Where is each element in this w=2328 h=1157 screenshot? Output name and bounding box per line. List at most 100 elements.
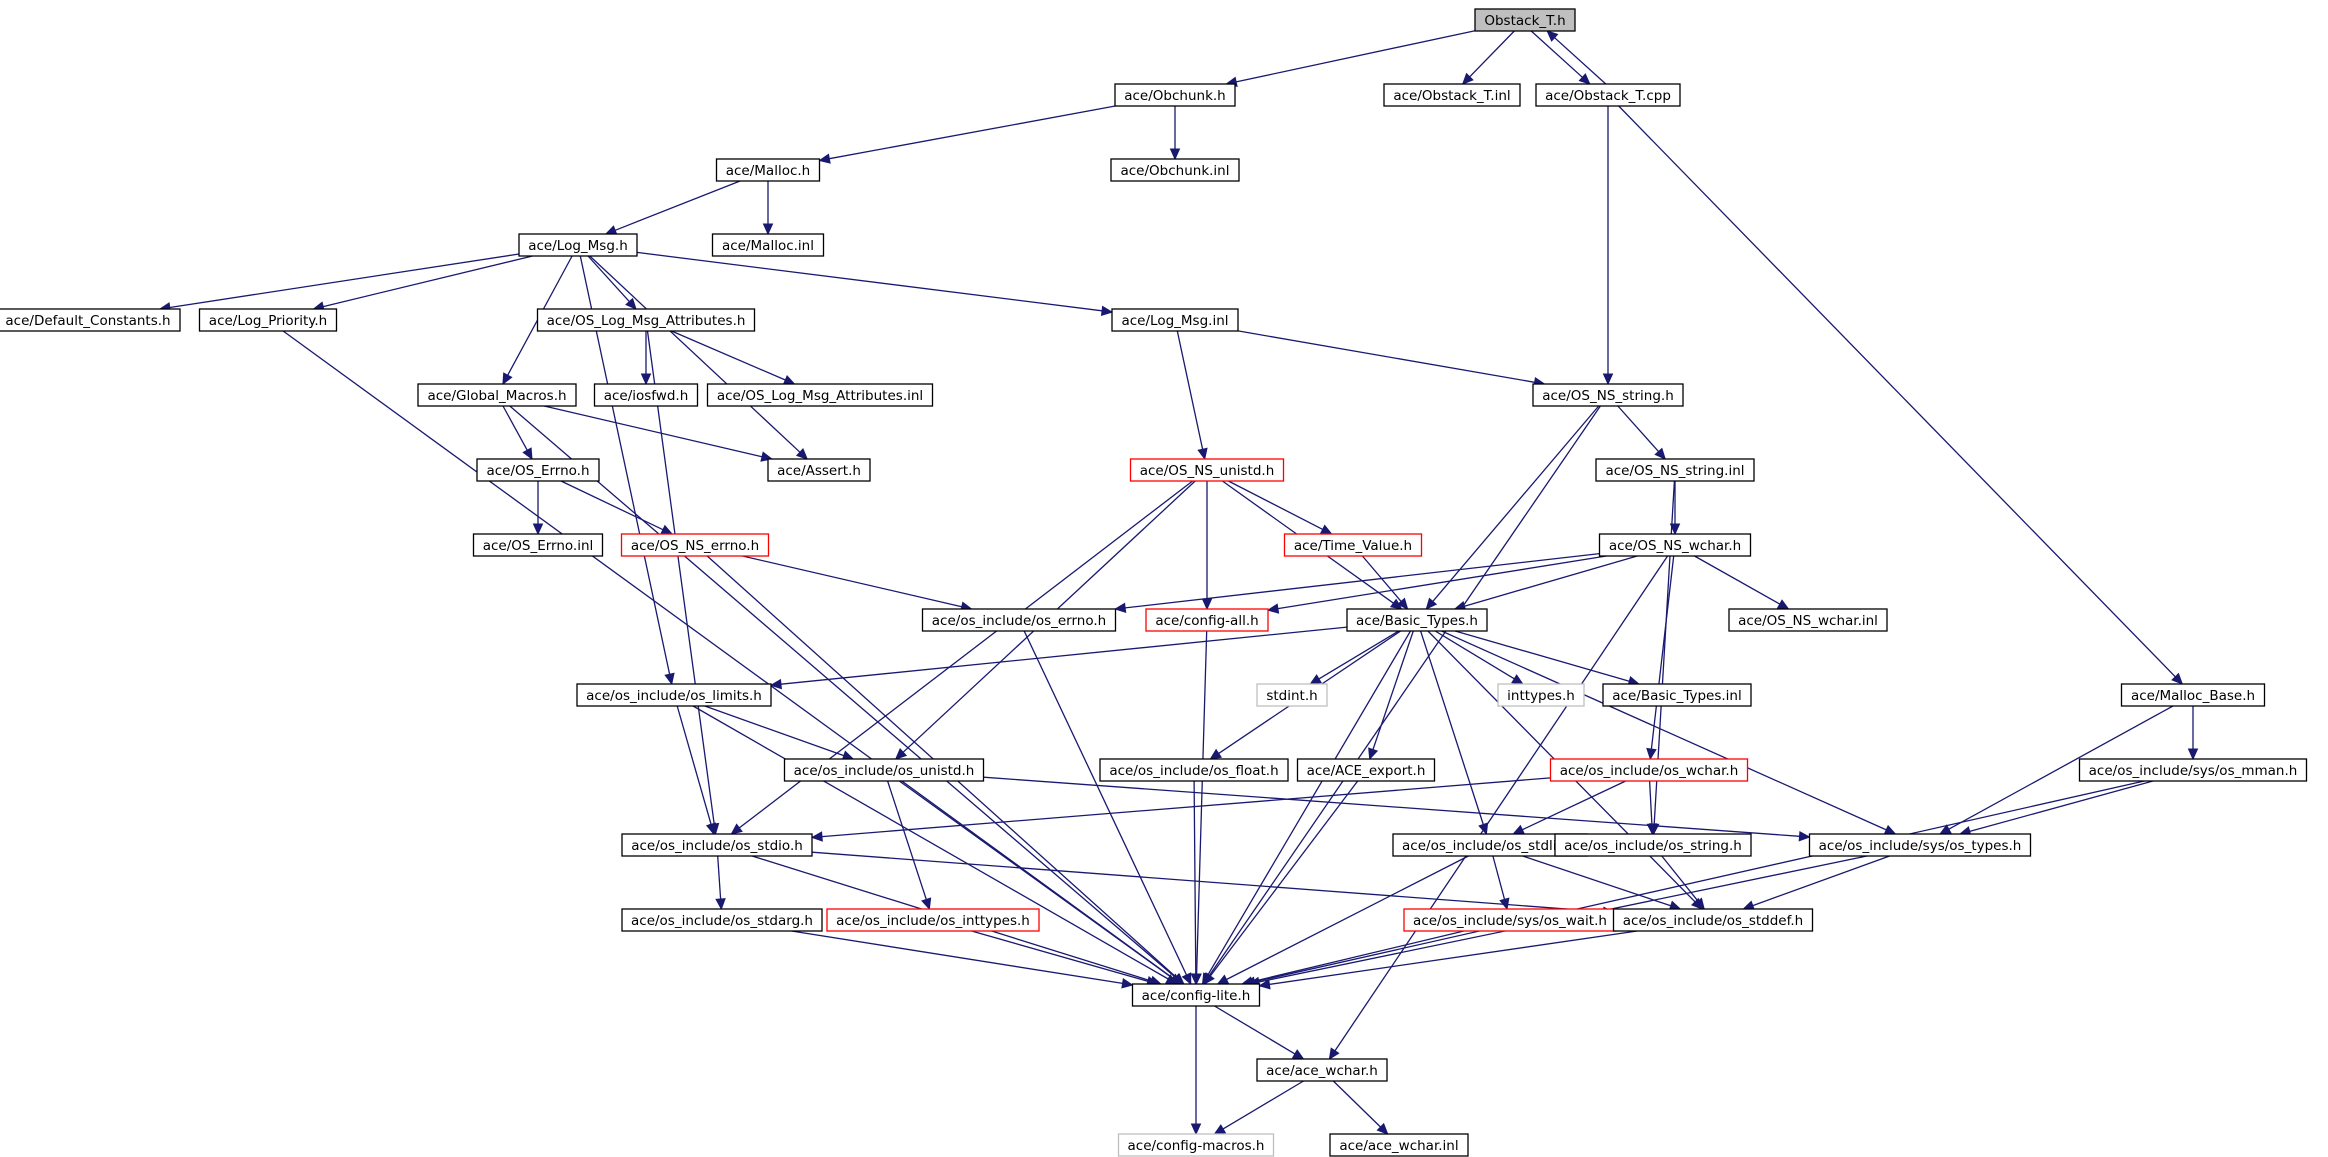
arrowhead bbox=[1883, 824, 1897, 835]
node-label: ace/os_include/os_inttypes.h bbox=[836, 913, 1030, 929]
edge-malloc-base-h-to-os-include-sys-os-mman-h bbox=[2187, 706, 2199, 761]
edge-os-include-os-stdio-h-to-os-include-os-stddef-h bbox=[811, 851, 1615, 917]
node-log-msg-inl[interactable]: ace/Log_Msg.inl bbox=[1111, 308, 1239, 332]
node-stdint-h[interactable]: stdint.h bbox=[1256, 683, 1328, 707]
node-os-include-sys-os-wait-h[interactable]: ace/os_include/sys/os_wait.h bbox=[1403, 908, 1617, 932]
arrowhead bbox=[1511, 674, 1524, 685]
arrowhead bbox=[1499, 897, 1510, 911]
edge-line bbox=[1195, 630, 1208, 975]
arrowhead bbox=[1181, 972, 1192, 986]
node-log-priority-h[interactable]: ace/Log_Priority.h bbox=[198, 308, 338, 332]
node-os-ns-wchar-h[interactable]: ace/OS_NS_wchar.h bbox=[1598, 533, 1752, 557]
node-label: ace/os_include/os_stdio.h bbox=[631, 838, 803, 854]
node-config-macros-h[interactable]: ace/config-macros.h bbox=[1117, 1133, 1275, 1157]
arrowhead bbox=[604, 225, 618, 236]
arrowhead bbox=[730, 823, 743, 835]
node-os-include-os-limits-h[interactable]: ace/os_include/os_limits.h bbox=[576, 683, 772, 707]
arrowhead bbox=[1169, 148, 1181, 161]
node-box bbox=[1099, 758, 1289, 782]
edge-os-include-os-stdlib-h-to-os-include-sys-os-wait-h bbox=[1492, 855, 1510, 911]
node-os-include-os-wchar-h[interactable]: ace/os_include/os_wchar.h bbox=[1549, 758, 1749, 782]
node-os-ns-errno-h[interactable]: ace/OS_NS_errno.h bbox=[620, 533, 770, 557]
arrowhead bbox=[1113, 602, 1127, 614]
node-basic-types-inl[interactable]: ace/Basic_Types.inl bbox=[1602, 683, 1752, 707]
edge-malloc-h-to-malloc-inl bbox=[762, 181, 774, 236]
node-label: ace/Log_Msg.h bbox=[528, 238, 628, 254]
node-os-ns-unistd-h[interactable]: ace/OS_NS_unistd.h bbox=[1129, 458, 1285, 482]
edge-obstack-t-cpp-to-obstack-t-h bbox=[1546, 30, 1607, 85]
node-box bbox=[706, 383, 934, 407]
edge-line bbox=[1454, 630, 1630, 682]
node-iosfwd-h[interactable]: ace/iosfwd.h bbox=[593, 383, 699, 407]
arrowhead bbox=[810, 831, 823, 842]
node-obstack-t-inl[interactable]: ace/Obstack_T.inl bbox=[1383, 83, 1521, 107]
node-assert-h[interactable]: ace/Assert.h bbox=[767, 458, 871, 482]
edge-os-include-sys-os-mman-h-to-config-lite-h bbox=[1243, 780, 2145, 987]
node-malloc-inl[interactable]: ace/Malloc.inl bbox=[711, 233, 825, 257]
node-os-include-os-string-h[interactable]: ace/os_include/os_string.h bbox=[1554, 833, 1752, 857]
edge-os-include-os-wchar-h-to-os-include-os-string-h bbox=[1646, 780, 1658, 836]
node-malloc-base-h[interactable]: ace/Malloc_Base.h bbox=[2120, 683, 2266, 707]
edge-line bbox=[1492, 855, 1506, 900]
edge-line bbox=[1318, 630, 1400, 680]
arrowhead bbox=[1646, 823, 1658, 836]
node-obstack-t-cpp[interactable]: ace/Obstack_T.cpp bbox=[1535, 83, 1681, 107]
edge-line bbox=[1228, 480, 1323, 530]
arrowhead bbox=[715, 898, 726, 911]
node-os-ns-wchar-inl[interactable]: ace/OS_NS_wchar.inl bbox=[1728, 608, 1888, 632]
node-os-include-os-stdarg-h[interactable]: ace/os_include/os_stdarg.h bbox=[621, 908, 823, 932]
node-ace-wchar-inl[interactable]: ace/ace_wchar.inl bbox=[1329, 1133, 1469, 1157]
edge-line bbox=[1752, 855, 1890, 907]
node-time-value-h[interactable]: ace/Time_Value.h bbox=[1283, 533, 1423, 557]
node-box bbox=[198, 308, 338, 332]
node-label: ace/Assert.h bbox=[777, 463, 861, 479]
arrowhead bbox=[1203, 972, 1215, 985]
edge-line bbox=[560, 480, 664, 531]
node-inttypes-h[interactable]: inttypes.h bbox=[1497, 683, 1585, 707]
node-os-ns-string-inl[interactable]: ace/OS_NS_string.inl bbox=[1595, 458, 1755, 482]
node-log-msg-h[interactable]: ace/Log_Msg.h bbox=[518, 233, 638, 257]
node-os-include-os-errno-h[interactable]: ace/os_include/os_errno.h bbox=[921, 608, 1117, 632]
arrowhead bbox=[1693, 897, 1705, 910]
node-box bbox=[1329, 1133, 1469, 1157]
arrowhead bbox=[1266, 603, 1280, 614]
node-default-constants-h[interactable]: ace/Default_Constants.h bbox=[0, 308, 181, 332]
arrowhead bbox=[769, 678, 782, 690]
node-obstack-t-h[interactable]: Obstack_T.h bbox=[1474, 8, 1576, 32]
node-os-errno-h[interactable]: ace/OS_Errno.h bbox=[476, 458, 600, 482]
node-obchunk-h[interactable]: ace/Obchunk.h bbox=[1114, 83, 1236, 107]
arrowhead bbox=[640, 373, 652, 386]
node-os-include-sys-os-types-h[interactable]: ace/os_include/sys/os_types.h bbox=[1808, 833, 2032, 857]
edge-line bbox=[1969, 780, 2154, 833]
arrowhead bbox=[2187, 748, 2199, 761]
node-ace-wchar-h[interactable]: ace/ace_wchar.h bbox=[1256, 1058, 1388, 1082]
node-malloc-h[interactable]: ace/Malloc.h bbox=[715, 158, 821, 182]
node-ace-export-h[interactable]: ace/ACE_export.h bbox=[1296, 758, 1436, 782]
node-config-all-h[interactable]: ace/config-all.h bbox=[1145, 608, 1269, 632]
node-config-lite-h[interactable]: ace/config-lite.h bbox=[1131, 983, 1261, 1007]
edge-line bbox=[1332, 1080, 1381, 1128]
node-os-log-msg-attributes-inl[interactable]: ace/OS_Log_Msg_Attributes.inl bbox=[706, 383, 934, 407]
node-os-include-os-stddef-h[interactable]: ace/os_include/os_stddef.h bbox=[1612, 908, 1814, 932]
node-os-include-os-inttypes-h[interactable]: ace/os_include/os_inttypes.h bbox=[826, 908, 1040, 932]
node-label: ace/os_include/os_unistd.h bbox=[794, 763, 975, 779]
node-os-include-os-float-h[interactable]: ace/os_include/os_float.h bbox=[1099, 758, 1289, 782]
edge-line bbox=[1464, 555, 1638, 607]
node-basic-types-h[interactable]: ace/Basic_Types.h bbox=[1346, 608, 1488, 632]
node-box bbox=[921, 608, 1117, 632]
node-box bbox=[620, 533, 770, 557]
node-obchunk-inl[interactable]: ace/Obchunk.inl bbox=[1110, 158, 1240, 182]
edge-line bbox=[1222, 1080, 1304, 1130]
edge-log-msg-h-to-assert-h bbox=[589, 255, 809, 460]
node-os-log-msg-attributes-h[interactable]: ace/OS_Log_Msg_Attributes.h bbox=[536, 308, 756, 332]
node-global-macros-h[interactable]: ace/Global_Macros.h bbox=[417, 383, 577, 407]
arrowhead bbox=[1425, 597, 1438, 610]
node-os-include-os-stdio-h[interactable]: ace/os_include/os_stdio.h bbox=[621, 833, 813, 857]
node-os-ns-string-h[interactable]: ace/OS_NS_string.h bbox=[1532, 383, 1684, 407]
node-label: ace/os_include/os_wchar.h bbox=[1560, 763, 1739, 779]
node-os-include-sys-os-mman-h[interactable]: ace/os_include/sys/os_mman.h bbox=[2078, 758, 2308, 782]
node-label: ace/os_include/os_stddef.h bbox=[1623, 913, 1803, 929]
node-os-include-os-unistd-h[interactable]: ace/os_include/os_unistd.h bbox=[783, 758, 985, 782]
node-os-errno-inl[interactable]: ace/OS_Errno.inl bbox=[472, 533, 604, 557]
arrowhead bbox=[1602, 373, 1614, 386]
